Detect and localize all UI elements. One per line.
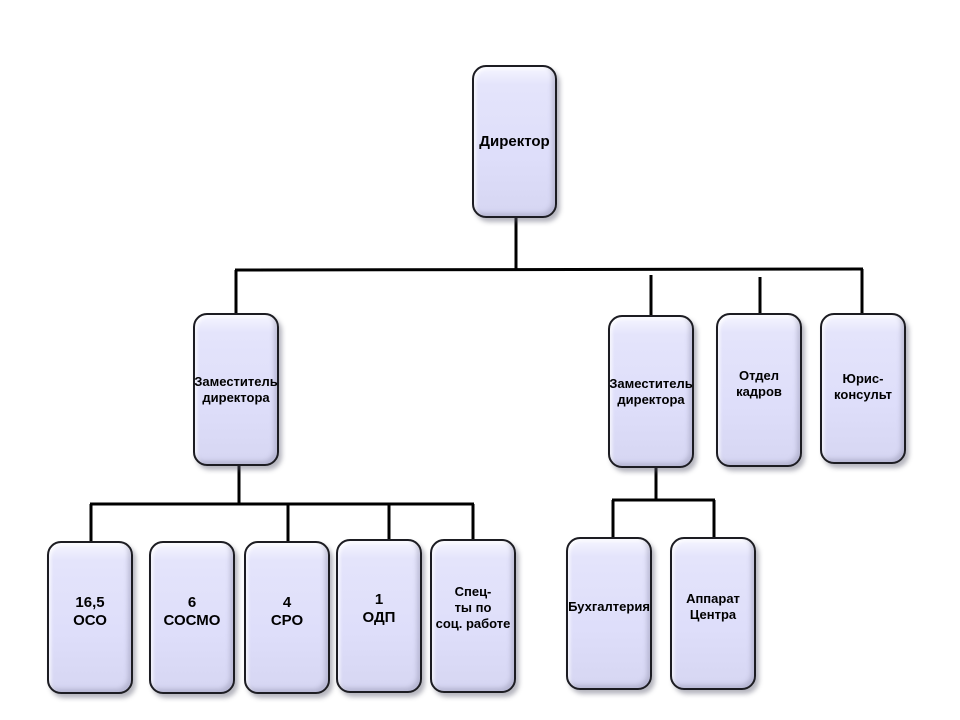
node-sro-label: 4 СРО — [270, 593, 304, 629]
node-deputy-left-label: Заместитель директора — [194, 373, 278, 405]
node-director-label: Директор — [479, 132, 550, 150]
node-deputy-left[interactable]: Заместитель директора — [193, 313, 279, 466]
node-legal-counsel[interactable]: Юрис- консульт — [820, 313, 906, 464]
connector-top-bus — [234, 267, 864, 272]
node-center-staff[interactable]: Аппарат Центра — [670, 537, 756, 690]
node-oso-label: 16,5 ОСО — [73, 593, 107, 629]
node-sosmo-label: 6 СОСМО — [163, 593, 221, 629]
node-legal-counsel-label: Юрис- консульт — [834, 370, 892, 402]
node-deputy-right[interactable]: Заместитель директора — [608, 315, 694, 468]
node-odp-label: 1 ОДП — [362, 591, 396, 626]
node-center-staff-label: Аппарат Центра — [686, 590, 740, 622]
node-oso[interactable]: 16,5 ОСО — [47, 541, 133, 694]
node-sosmo[interactable]: 6 СОСМО — [149, 541, 235, 694]
node-deputy-right-label: Заместитель директора — [609, 375, 693, 407]
node-social-specialists[interactable]: Спец- ты по соц. работе — [430, 539, 516, 693]
node-hr-department-label: Отдел кадров — [736, 368, 782, 399]
node-accounting-label: Бухгалтерия — [568, 598, 650, 614]
node-hr-department[interactable]: Отдел кадров — [716, 313, 802, 467]
node-odp[interactable]: 1 ОДП — [336, 539, 422, 693]
node-social-specialists-label: Спец- ты по соц. работе — [435, 584, 511, 631]
node-accounting[interactable]: Бухгалтерия — [566, 537, 652, 690]
node-sro[interactable]: 4 СРО — [244, 541, 330, 694]
node-director[interactable]: Директор — [472, 65, 557, 218]
